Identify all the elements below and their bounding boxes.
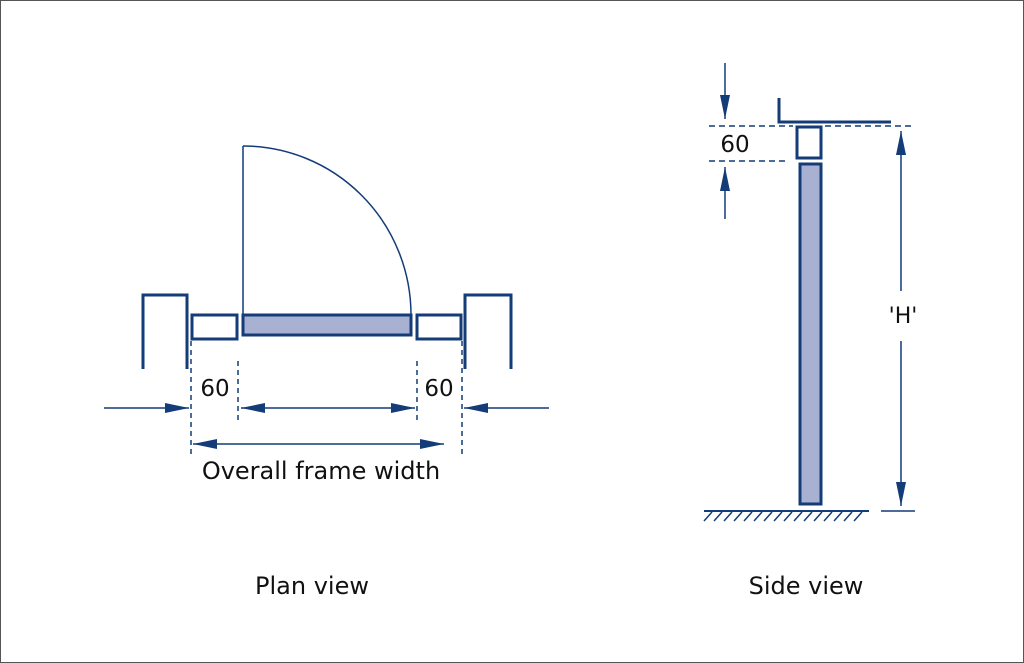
overall-frame-width-label: Overall frame width: [202, 457, 440, 485]
plan-view: [104, 145, 549, 457]
plan-right-dim: 60: [424, 376, 453, 402]
door-swing-arc: [242, 145, 412, 316]
head-frame: [795, 125, 823, 160]
head-wall: [777, 98, 891, 124]
side-top-dim: 60: [720, 132, 749, 158]
side-extension-lines: [709, 125, 915, 162]
left-wall: [141, 293, 189, 369]
floor-hatching: [703, 511, 863, 522]
plan-left-dim: 60: [200, 376, 229, 402]
height-label: 'H': [889, 304, 918, 329]
left-frame-jamb: [190, 313, 239, 341]
plan-view-title: Plan view: [255, 572, 369, 600]
dimension-extension-lines: [190, 341, 463, 457]
side-view-title: Side view: [749, 572, 864, 600]
door-leaf-side: [798, 162, 823, 506]
right-frame-jamb: [415, 313, 463, 341]
side-view: [703, 63, 915, 522]
right-wall: [463, 293, 513, 369]
door-leaf: [241, 313, 413, 337]
